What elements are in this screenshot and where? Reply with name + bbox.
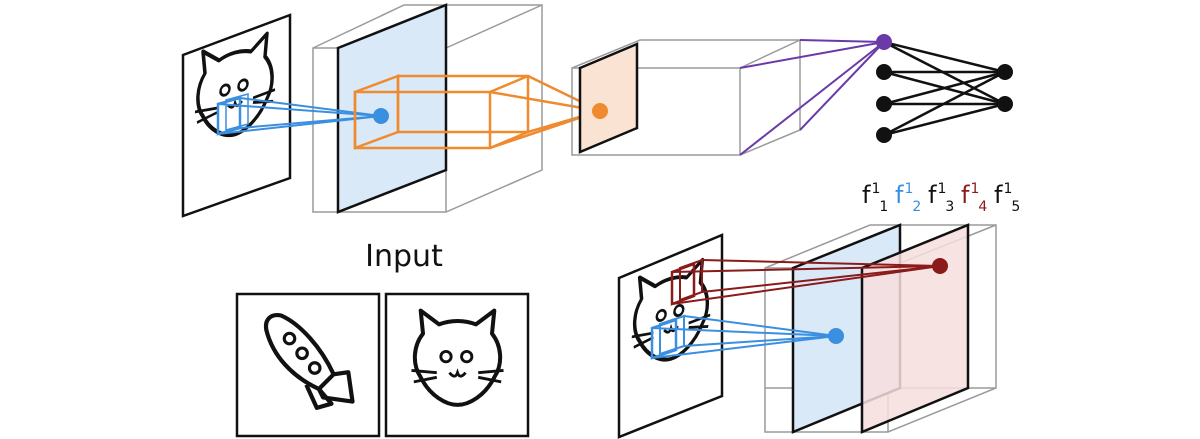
filter-label-3: f13 <box>928 181 954 215</box>
filter-label-5: f15 <box>994 181 1020 215</box>
bottom-input-image <box>617 233 724 439</box>
fc-node <box>876 127 892 143</box>
purple-fc-lines <box>739 39 885 156</box>
feature-map-red <box>860 223 970 434</box>
filter-label-4: f14 <box>961 181 987 215</box>
input-label: Input <box>365 239 443 274</box>
blue-activation-dot <box>373 108 389 124</box>
purple-node <box>876 34 892 50</box>
input-example-rocket <box>235 292 381 438</box>
filter-labels: f11 f12 f13 f14 f15 <box>862 181 1020 215</box>
top-second-volume <box>571 39 801 156</box>
bottom-conv-volume <box>764 223 997 434</box>
fully-connected-network <box>876 34 1013 143</box>
top-conv-volume <box>312 3 543 214</box>
output-node <box>997 96 1013 112</box>
fc-node <box>876 64 892 80</box>
fc-node <box>876 96 892 112</box>
top-input-image <box>181 13 292 218</box>
filter-label-2: f12 <box>895 181 921 215</box>
output-node <box>997 64 1013 80</box>
filter-label-1: f11 <box>862 181 888 215</box>
bottom-red-receptive <box>670 258 948 306</box>
input-example-cat <box>384 292 530 438</box>
orange-activation-dot <box>592 103 608 119</box>
bottom-blue-receptive <box>650 314 844 360</box>
